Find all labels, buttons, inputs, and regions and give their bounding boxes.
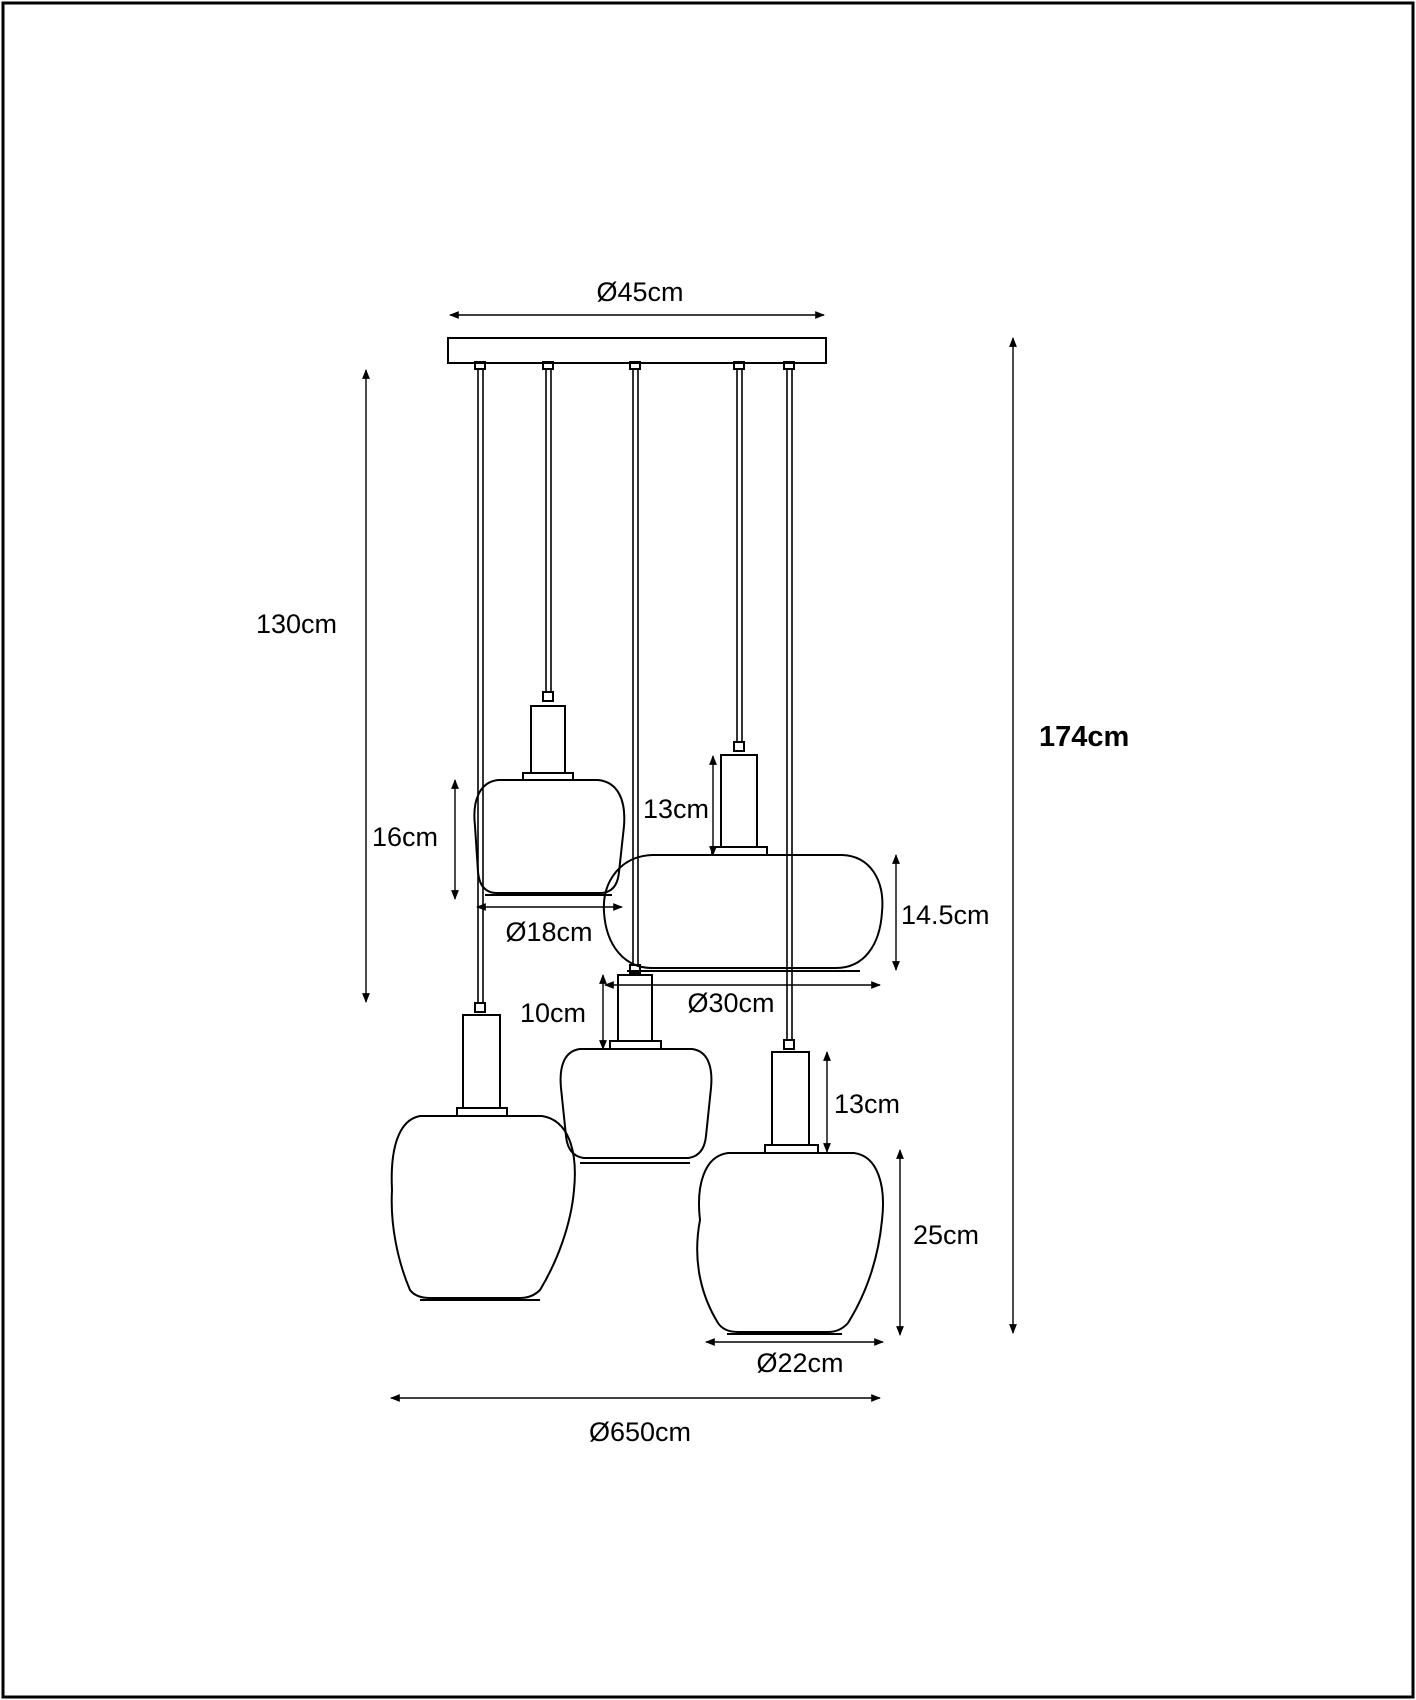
cables xyxy=(477,369,793,1040)
label-small-neck: 10cm xyxy=(520,998,586,1028)
pendant-shade-small-middle xyxy=(559,964,713,1164)
label-right-diameter: Ø22cm xyxy=(756,1348,843,1378)
pendant-shade-bottom-left xyxy=(390,1002,576,1301)
label-flat-neck: 13cm xyxy=(643,794,709,824)
cable-mounts xyxy=(474,361,795,370)
pendant-shade-wide-flat xyxy=(602,741,884,972)
dimension-labels: Ø45cm 174cm 130cm 16cm Ø18cm 13cm 14.5cm… xyxy=(256,277,1129,1447)
label-right-neck: 13cm xyxy=(834,1089,900,1119)
pendant-shade-top-left xyxy=(473,691,626,896)
label-flat-diameter: Ø30cm xyxy=(687,988,774,1018)
label-canopy-diameter: Ø45cm xyxy=(596,277,683,307)
label-shade-top-diameter: Ø18cm xyxy=(505,917,592,947)
ceiling-canopy xyxy=(447,337,827,364)
label-flat-height: 14.5cm xyxy=(901,900,990,930)
label-shade-top-height: 16cm xyxy=(372,822,438,852)
pendant-shade-bottom-right xyxy=(696,1039,884,1335)
label-overall-diameter: Ø650cm xyxy=(589,1417,691,1447)
dimension-lines xyxy=(362,311,1017,1402)
label-right-height: 25cm xyxy=(913,1220,979,1250)
label-cable-length: 130cm xyxy=(256,609,337,639)
label-total-height: 174cm xyxy=(1039,721,1129,753)
